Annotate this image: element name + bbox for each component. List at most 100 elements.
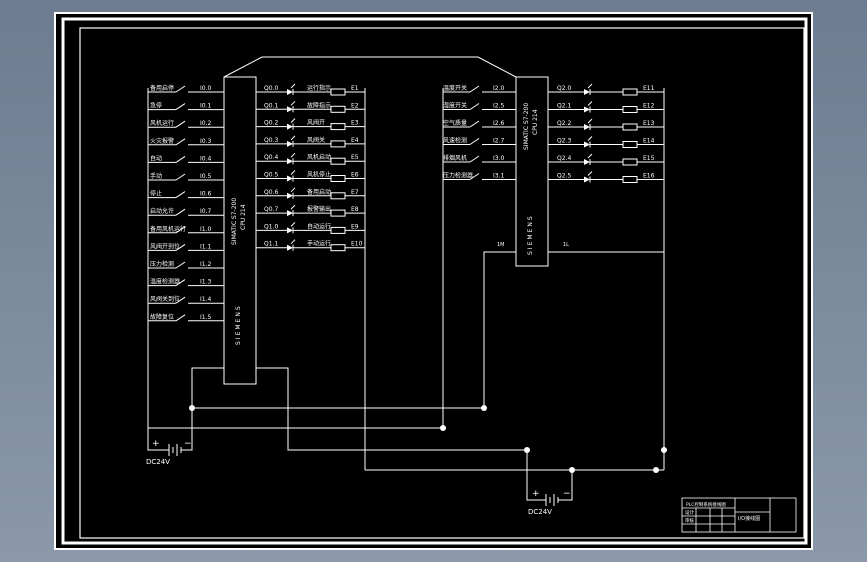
input-row: 手动 I0.5 bbox=[148, 172, 224, 181]
plc1-cpu: CPU 214 bbox=[240, 204, 247, 230]
input-label: 空气质量 bbox=[443, 119, 467, 127]
output-led-ray bbox=[290, 135, 296, 141]
input-label: 停止 bbox=[150, 190, 162, 198]
input-address: I0.3 bbox=[200, 138, 211, 145]
input-address: I0.6 bbox=[200, 191, 211, 198]
output-led bbox=[287, 89, 293, 95]
output-led bbox=[287, 227, 293, 234]
output-led bbox=[287, 140, 293, 147]
supply2-minus: − bbox=[563, 489, 571, 499]
output-lamp-id: E10 bbox=[351, 241, 363, 248]
dc-supply-1 bbox=[165, 444, 183, 456]
wiring-junctions bbox=[189, 405, 667, 473]
input-switch-contact bbox=[469, 155, 480, 163]
input-label: 急停 bbox=[150, 102, 162, 110]
output-address: Q0.2 bbox=[264, 120, 278, 127]
output-address: Q0.4 bbox=[264, 154, 278, 161]
plc2-pin-1l: 1L bbox=[563, 242, 569, 248]
input-address: I1.4 bbox=[200, 296, 211, 303]
output-lamp-id: E4 bbox=[351, 137, 359, 144]
input-address: I1.5 bbox=[200, 314, 211, 321]
output-led bbox=[287, 123, 293, 130]
input-label: 火灾报警 bbox=[150, 137, 174, 145]
output-led bbox=[584, 124, 590, 130]
output-led-ray bbox=[587, 83, 593, 89]
input-address: I2.5 bbox=[493, 103, 504, 110]
output-lamp-id: E12 bbox=[643, 103, 655, 110]
input-switch-contact bbox=[469, 103, 480, 110]
input-label: 启动允许 bbox=[150, 207, 174, 215]
output-address: Q1.1 bbox=[264, 241, 278, 248]
input-address: I1.1 bbox=[200, 243, 211, 250]
output-lamp-id: E3 bbox=[351, 120, 359, 127]
input-label: 备用风机运行 bbox=[150, 225, 186, 233]
output-led bbox=[287, 106, 293, 113]
output-address: Q0.3 bbox=[264, 137, 278, 144]
supply1-plus: + bbox=[152, 439, 160, 449]
output-address: Q2.4 bbox=[557, 155, 571, 162]
input-row: 急停 I0.1 bbox=[148, 102, 224, 111]
input-label: 温度开关 bbox=[443, 84, 467, 92]
input-address: I1.2 bbox=[200, 261, 211, 268]
input-switch-contact bbox=[175, 138, 186, 146]
output-lamp-id: E6 bbox=[351, 172, 359, 179]
output-lamp-id: E16 bbox=[643, 173, 655, 180]
supply2-label: DC24V bbox=[528, 508, 552, 516]
sheet-inner-frame bbox=[79, 27, 805, 539]
input-address: I0.2 bbox=[200, 120, 211, 127]
output-address: Q2.2 bbox=[557, 120, 571, 127]
output-lamp-id: E7 bbox=[351, 189, 359, 196]
input-address: I0.1 bbox=[200, 103, 211, 110]
title-block-side: I/O接线图 bbox=[738, 515, 760, 522]
output-led-ray bbox=[290, 170, 296, 175]
input-switch-contact bbox=[175, 279, 186, 287]
input-label: 风阀关到位 bbox=[150, 295, 180, 303]
output-led-ray bbox=[290, 204, 296, 210]
input-label: 手动 bbox=[150, 172, 162, 180]
output-led bbox=[287, 244, 293, 251]
output-led-ray bbox=[290, 222, 296, 227]
input-address: I0.5 bbox=[200, 173, 211, 180]
input-switch-contact bbox=[175, 296, 186, 304]
input-address: I2.6 bbox=[493, 120, 504, 127]
input-label: 排烟风机 bbox=[443, 154, 467, 162]
output-led bbox=[287, 192, 293, 199]
input-row: 风阀开到位 I1.1 bbox=[148, 242, 224, 251]
input-label: 压力检测 bbox=[150, 260, 174, 268]
output-led-ray bbox=[587, 101, 593, 106]
output-lamp-id: E1 bbox=[351, 85, 359, 92]
output-led bbox=[584, 176, 590, 183]
output-lamp-id: E15 bbox=[643, 155, 655, 162]
output-label: 风机停止 bbox=[307, 171, 331, 179]
input-label: 风机运行 bbox=[150, 119, 174, 127]
supply2-plus: + bbox=[532, 489, 540, 499]
plc1-model: SIMATIC S7-200 bbox=[231, 198, 238, 245]
output-lamp-id: E9 bbox=[351, 223, 359, 230]
output-led-ray bbox=[587, 153, 593, 159]
input-switch-contact bbox=[175, 103, 186, 111]
input-label: 备用启停 bbox=[150, 84, 174, 92]
input-label: 风阀开到位 bbox=[150, 242, 180, 250]
output-label: 运行指示 bbox=[307, 84, 331, 92]
input-switch-contact bbox=[175, 226, 186, 234]
output-address: Q0.0 bbox=[264, 85, 278, 92]
title-block-line2: 设计 bbox=[685, 509, 694, 516]
